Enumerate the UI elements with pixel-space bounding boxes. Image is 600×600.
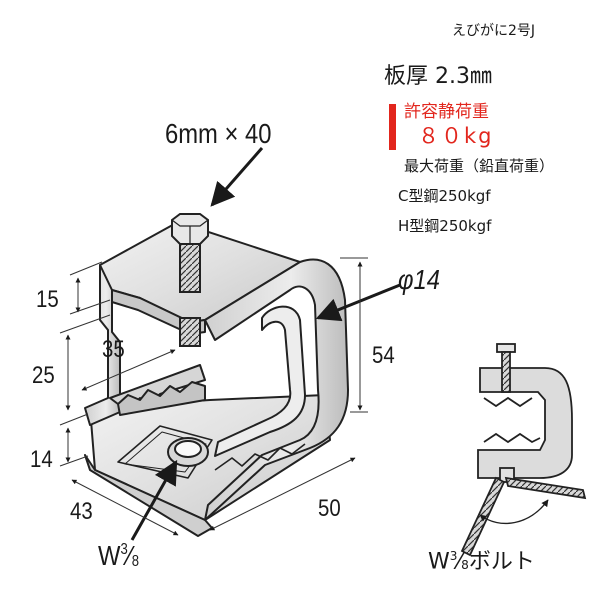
thread-main-label: W3⁄8 (98, 540, 140, 571)
bolt-spec-leader (210, 147, 264, 207)
side-view-illustration (460, 343, 587, 557)
allowable-load-label: 許容静荷重 (404, 102, 489, 122)
dim-35: 35 (102, 336, 125, 363)
h-steel-rating: H型鋼250kgf (398, 217, 492, 235)
clamp-body (84, 221, 349, 537)
dim-54: 54 (372, 342, 395, 369)
dim-15: 15 (36, 286, 59, 313)
dimension-lines (59, 257, 368, 536)
dim-14: 14 (30, 446, 53, 473)
bolt-spec-label: 6mm × 40 (165, 118, 272, 149)
max-load-label: 最大荷重（鉛直荷重） (404, 157, 555, 175)
plate-thickness: 板厚 2.3㎜ (384, 64, 492, 89)
allowable-load-value: ８０kg (418, 124, 494, 148)
allowable-load-marker (389, 104, 396, 150)
thread-bolt-label: W3⁄8ボルト (428, 549, 535, 575)
dim-43: 43 (70, 498, 93, 525)
dim-25: 25 (32, 362, 55, 389)
bolt (171, 213, 209, 347)
model-name: えびがに2号J (452, 23, 536, 39)
hole-diameter-label: φ14 (398, 264, 441, 295)
dim-50: 50 (318, 495, 341, 522)
c-steel-rating: C型鋼250kgf (398, 187, 491, 205)
